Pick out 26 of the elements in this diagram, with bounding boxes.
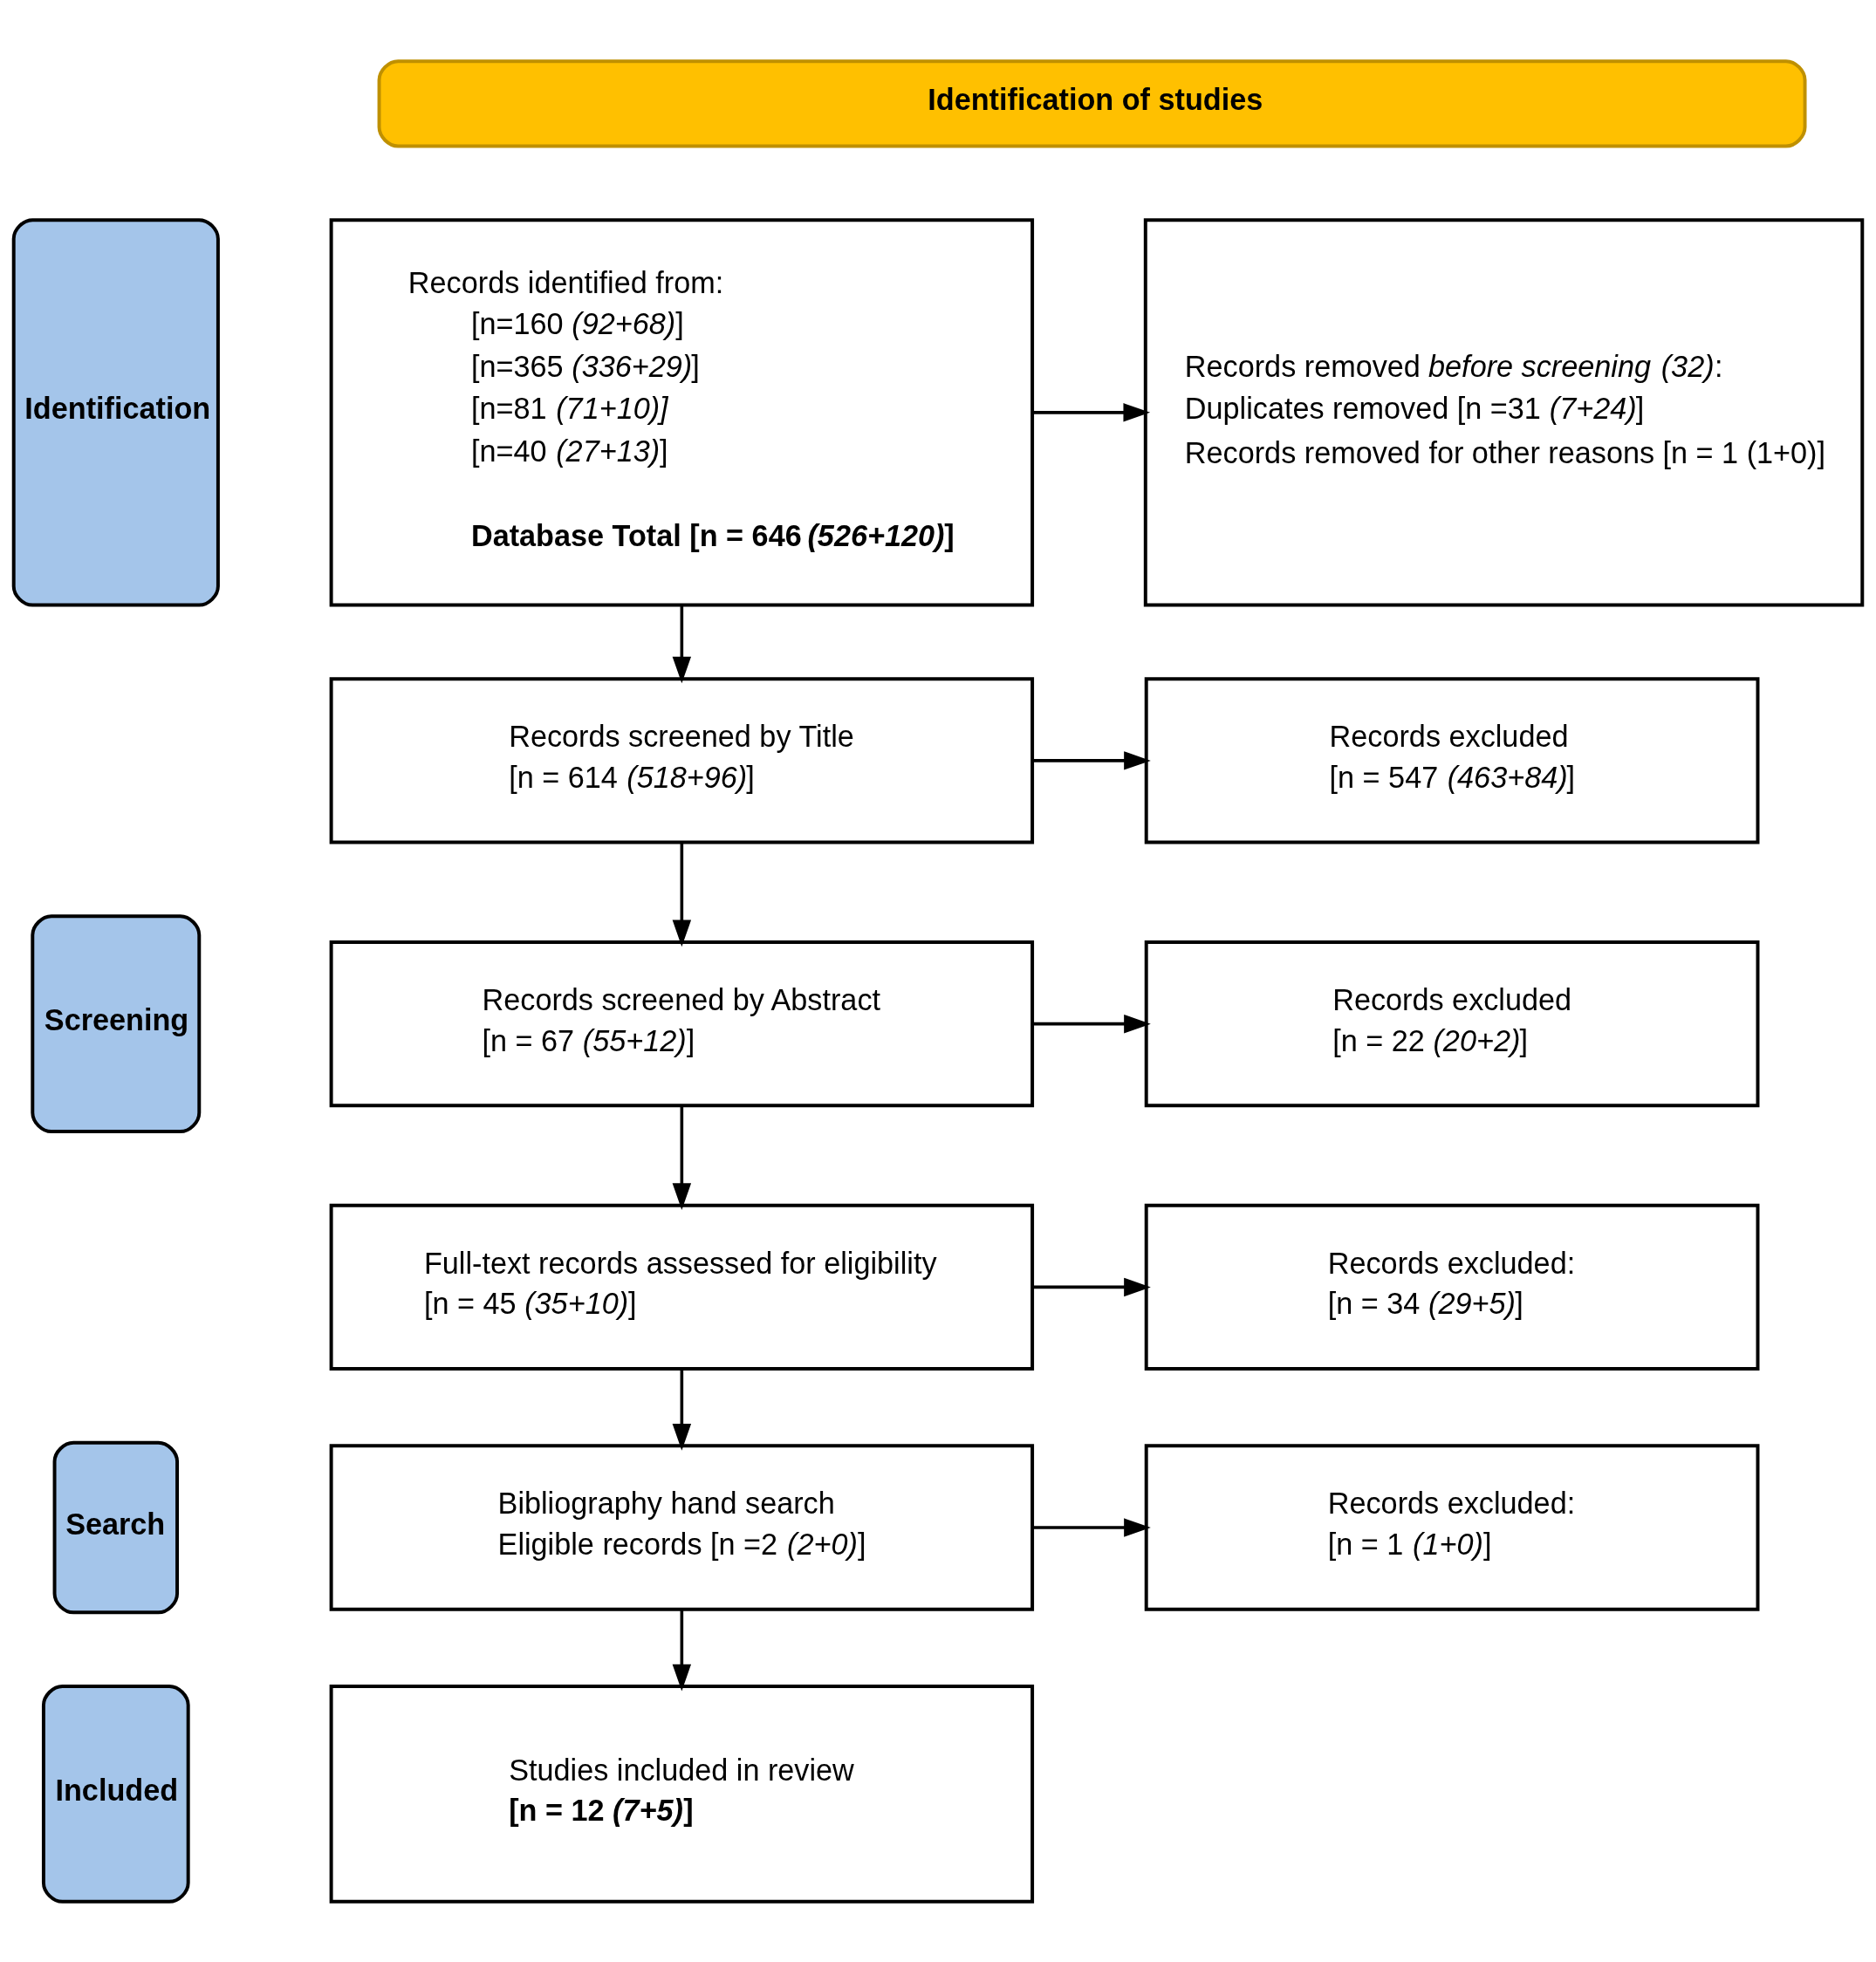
node-box: Records identified from: [n=160 (92+68)] [n=365 (336+29)] [n=81 (71+10)] [n=40 (27+13)] Database Total [n = 646 (526+120)] <box>329 217 1035 606</box>
node-box: Screening <box>31 913 202 1133</box>
arrow <box>672 1609 692 1691</box>
node-box: Search <box>52 1440 180 1614</box>
node-box: Records excluded: [n = 34 (29+5)] <box>1144 1203 1760 1371</box>
node-box: Full-text records assessed for eligibility [n = 45 (35+10)] <box>329 1203 1035 1371</box>
node-box: Identification of studies <box>377 58 1807 147</box>
arrow <box>1032 1014 1151 1033</box>
arrow <box>1032 402 1151 422</box>
node-box: Studies included in review [n = 12 (7+5)] <box>329 1684 1035 1904</box>
arrow <box>1032 1517 1151 1537</box>
node-box: Identification <box>11 217 220 606</box>
arrow <box>672 1104 692 1210</box>
node-box: Records excluded [n = 22 (20+2)] <box>1144 940 1760 1107</box>
node-box: Records removed before screening (32): Duplicates removed [n =31 (7+24)] Records removed for other reasons [n = 1 (1+0)] <box>1143 217 1865 606</box>
node-box: Included <box>41 1684 190 1904</box>
arrow <box>1032 750 1151 770</box>
arrow <box>1032 1277 1151 1296</box>
node-box: Bibliography hand search Eligible records [n =2 (2+0)] <box>329 1443 1035 1611</box>
node-box: Records excluded: [n = 1 (1+0)] <box>1144 1443 1760 1611</box>
node-box: Records screened by Abstract [n = 67 (55+12)] <box>329 940 1035 1107</box>
node-box: Records screened by Title [n = 614 (518+96)] <box>329 676 1035 844</box>
node-box: Records excluded [n = 547 (463+84)] <box>1144 676 1760 844</box>
arrow <box>672 842 692 947</box>
arrow <box>672 1368 692 1451</box>
arrow <box>672 605 692 683</box>
